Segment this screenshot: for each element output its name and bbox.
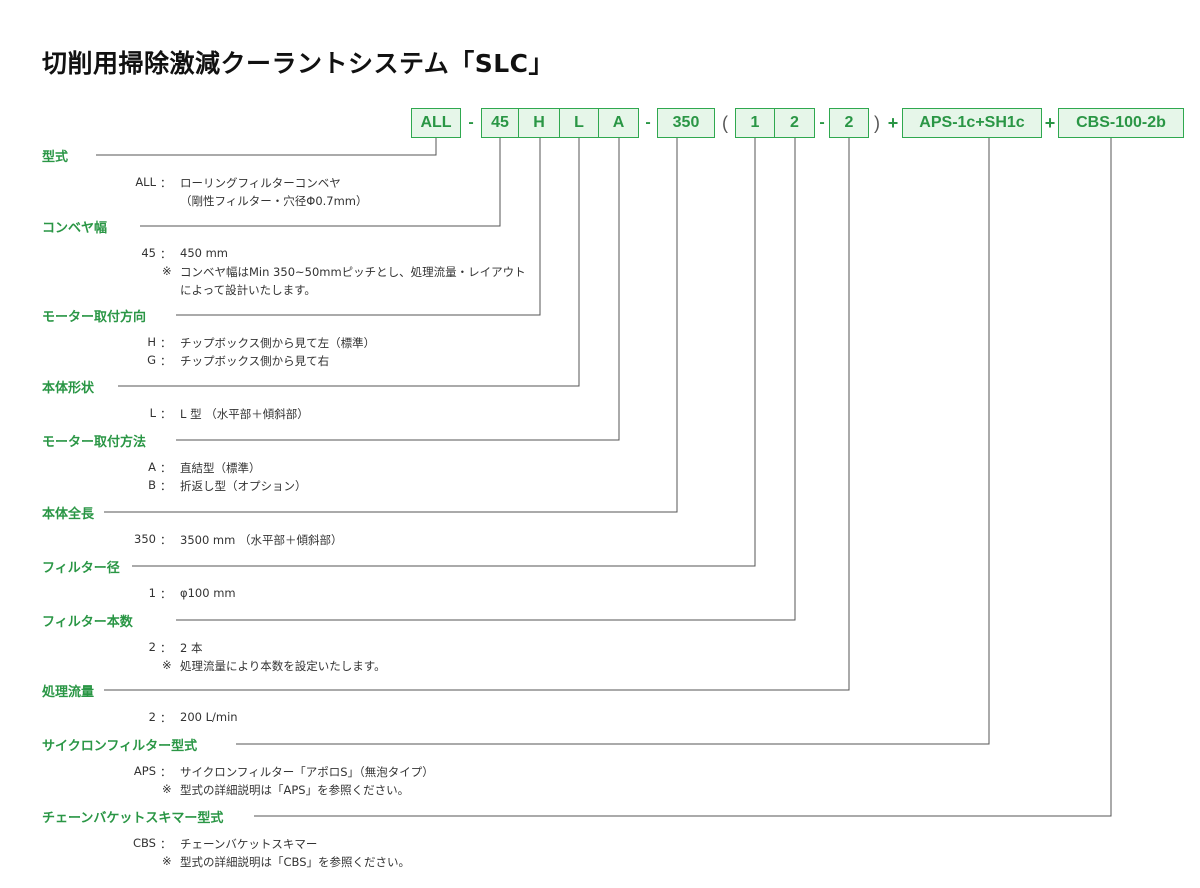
section-heading-filter-count: フィルター本数 (42, 611, 141, 630)
page-title: 切削用掃除激減クーラントシステム「SLC」 (42, 49, 555, 78)
cyclone-colon: ： (160, 765, 172, 779)
cbs-desc: チェーンバケットスキマー (180, 837, 318, 851)
width-desc: 450 mm (180, 246, 229, 260)
flow-colon: ： (160, 711, 172, 725)
motor-method-desc-2: 折返し型（オプション） (180, 479, 307, 493)
code-paren-close: ) (874, 112, 880, 133)
body-shape-colon: ： (160, 407, 172, 421)
section-heading-motor-dir: モーター取付方向 (42, 306, 155, 325)
width-note-mark: ※ (162, 264, 172, 278)
width-code: 45 (141, 246, 156, 260)
section-heading-cbs: チェーンバケットスキマー型式 (42, 807, 232, 826)
filter-dia-desc: φ100 mm (180, 586, 236, 600)
motor-method-desc-1: 直結型（標準） (180, 461, 261, 475)
filter-dia-colon: ： (160, 587, 172, 601)
code-plus-1: + (887, 112, 899, 133)
body-shape-code: L (149, 406, 156, 420)
flow-desc: 200 L/min (180, 710, 238, 724)
connector-cyclone (236, 138, 990, 745)
code-dash-3: - (819, 114, 825, 131)
body-shape-desc: L 型 （水平部＋傾斜部） (180, 407, 309, 421)
flow-code: 2 (148, 710, 156, 724)
code-box-filter-count: 2 (775, 108, 815, 138)
code-paren-open: ( (722, 112, 728, 133)
code-box-motor-method: A (599, 108, 639, 138)
connector-type (96, 138, 437, 156)
connector-filter-dia (132, 138, 756, 567)
type-desc-sub: （剛性フィルター・穴径Φ0.7mm） (180, 194, 368, 208)
length-desc: 3500 mm （水平部＋傾斜部） (180, 533, 343, 547)
motor-dir-colon-1: ： (160, 336, 172, 350)
motor-dir-desc-1: チップボックス側から見て左（標準） (180, 336, 376, 350)
filter-count-note: 処理流量により本数を設定いたします。 (180, 659, 386, 673)
code-plus-2: + (1044, 112, 1056, 133)
section-heading-motor-method: モーター取付方法 (42, 431, 155, 450)
cbs-note: 型式の詳細説明は「CBS」を参照ください。 (180, 855, 411, 869)
cyclone-note-mark: ※ (162, 782, 172, 796)
connector-length (104, 138, 678, 513)
cyclone-desc: サイクロンフィルター「アポロS」（無泡タイプ） (180, 765, 434, 779)
connector-motor-method (176, 138, 620, 441)
connector-width (140, 138, 501, 227)
width-note-1: コンベヤ幅はMin 350~50mmピッチとし、処理流量・レイアウト (180, 265, 526, 279)
code-box-body-shape: L (560, 108, 599, 138)
cyclone-code: APS (133, 764, 156, 778)
cbs-note-mark: ※ (162, 854, 172, 868)
section-heading-filter-dia: フィルター径 (42, 557, 128, 576)
motor-dir-code-2: G (147, 353, 156, 367)
connector-motor-dir (176, 138, 541, 316)
cbs-colon: ： (160, 837, 172, 851)
filter-dia-code: 1 (148, 586, 156, 600)
section-heading-body-shape: 本体形状 (42, 377, 103, 396)
motor-dir-desc-2: チップボックス側から見て右 (180, 354, 330, 368)
section-heading-cyclone: サイクロンフィルター型式 (42, 735, 206, 754)
motor-method-code-1: A (148, 460, 156, 474)
code-dash-2: - (645, 114, 651, 131)
width-note-2: によって設計いたします。 (180, 283, 316, 297)
connector-body-shape (118, 138, 580, 387)
code-box-cyclone: APS-1c+SH1c (902, 108, 1042, 138)
type-colon: ： (160, 176, 172, 190)
code-dash-1: - (468, 114, 474, 131)
filter-count-colon: ： (160, 641, 172, 655)
width-colon: ： (160, 247, 172, 261)
filter-count-code: 2 (148, 640, 156, 654)
cyclone-note: 型式の詳細説明は「APS」を参照ください。 (180, 783, 410, 797)
section-heading-type: 型式 (42, 146, 77, 165)
motor-method-colon-1: ： (160, 461, 172, 475)
code-box-motor-dir: H (519, 108, 560, 138)
code-box-flow: 2 (829, 108, 869, 138)
section-heading-flow: 処理流量 (42, 681, 103, 700)
filter-count-note-mark: ※ (162, 658, 172, 672)
motor-dir-code-1: H (147, 335, 156, 349)
section-heading-width: コンベヤ幅 (42, 217, 116, 236)
motor-method-code-2: B (148, 478, 156, 492)
code-box-all: ALL (411, 108, 461, 138)
cbs-code: CBS (132, 836, 156, 850)
code-box-length: 350 (657, 108, 715, 138)
code-box-width: 45 (481, 108, 519, 138)
section-heading-length: 本体全長 (42, 503, 103, 522)
length-code: 350 (134, 532, 156, 546)
length-colon: ： (160, 533, 172, 547)
connector-filter-count (176, 138, 796, 621)
code-box-cbs: CBS-100-2b (1058, 108, 1184, 138)
filter-count-desc: 2 本 (180, 641, 203, 655)
type-desc: ローリングフィルターコンベヤ (180, 176, 341, 190)
motor-method-colon-2: ： (160, 479, 172, 493)
type-code: ALL (135, 175, 156, 189)
connector-cbs (254, 138, 1112, 817)
code-box-filter-dia: 1 (735, 108, 775, 138)
connector-flow (104, 138, 850, 691)
motor-dir-colon-2: ： (160, 354, 172, 368)
